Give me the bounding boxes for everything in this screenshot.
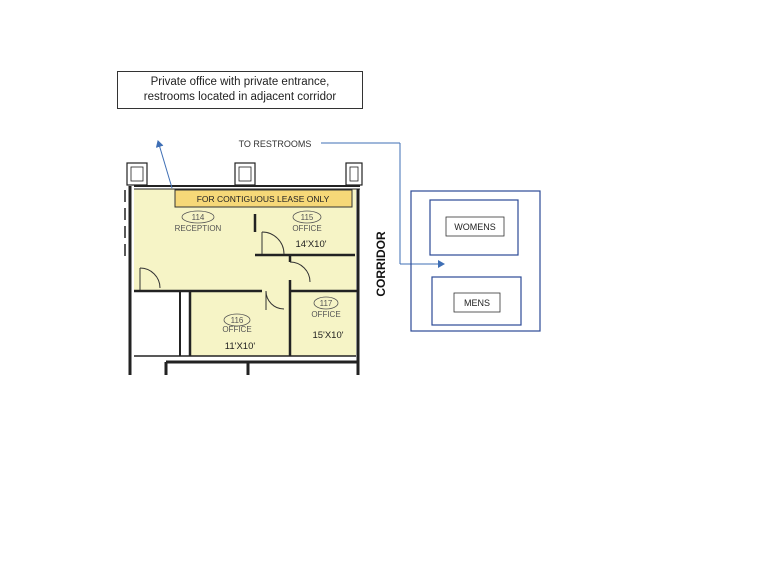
room-115-tag — [292, 210, 322, 224]
restrooms-block: WOMENS MENS — [410, 190, 541, 332]
womens-label: WOMENS — [454, 222, 496, 232]
exterior-walls — [124, 162, 363, 375]
interior-walls — [134, 214, 358, 375]
callout-line-2: restrooms located in adjacent corridor — [143, 91, 337, 103]
room-116-tag — [223, 313, 251, 327]
room-116-dims: 11'X10' — [225, 341, 256, 352]
callout-line-1: Private office with private entrance, — [150, 76, 330, 88]
to-restrooms-label: TO RESTROOMS — [239, 139, 312, 149]
restroom-route — [155, 140, 445, 268]
room-115-dims: 14'X10' — [295, 239, 326, 250]
womens-sign — [445, 216, 505, 237]
room-115-number: 115 — [301, 213, 314, 222]
room-117-tag — [313, 296, 339, 310]
mens-label: MENS — [464, 298, 490, 308]
mens-sign — [453, 292, 501, 313]
room-114-tag — [181, 210, 215, 224]
room-117-number: 117 — [320, 299, 333, 308]
lease-banner-text: FOR CONTIGUOUS LEASE ONLY — [197, 194, 330, 204]
room-116-name: OFFICE — [222, 325, 251, 334]
room-117-fill — [290, 291, 356, 356]
mens-room — [431, 276, 522, 326]
lease-banner: FOR CONTIGUOUS LEASE ONLY — [174, 189, 353, 208]
room-tags: 114 RECEPTION 115 OFFICE 14'X10' 116 OFF… — [175, 210, 344, 352]
room-117-name: OFFICE — [311, 310, 340, 319]
room-115-name: OFFICE — [292, 224, 321, 233]
room-116-fill — [190, 291, 290, 356]
room-114-name: RECEPTION — [175, 224, 222, 233]
door-swings — [139, 231, 311, 310]
description-callout: Private office with private entrance, re… — [117, 71, 363, 109]
restrooms-outer — [410, 190, 541, 332]
room-117-dims: 15'X10' — [312, 330, 343, 341]
room-114-number: 114 — [192, 213, 205, 222]
corridor-label: CORRIDOR — [374, 231, 388, 297]
womens-room — [429, 199, 519, 256]
room-116-number: 116 — [231, 316, 244, 325]
